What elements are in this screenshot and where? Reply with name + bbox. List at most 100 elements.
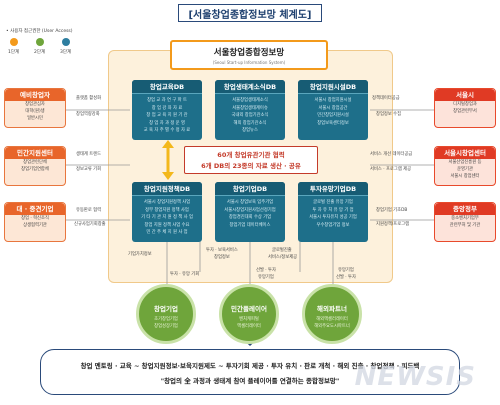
side-line: 서울시 창업센터 — [450, 174, 480, 179]
user-private-support-center: 민간지원센터 창업관련단체 창업기업연합체 — [4, 146, 66, 186]
right-flow-label: 창업정보 수집 — [376, 112, 402, 117]
node-startup-companies: 창업기업 초기창업기업 창업성장기업 — [136, 284, 196, 344]
side-line: 창업 · 혁신조직 — [21, 216, 49, 221]
node-private-players: 민간플레이어 벤처캐피털 액셀러레이터 — [219, 284, 279, 344]
db-line: 서울창업생태계소식 — [232, 98, 268, 103]
legend-label-1: 1단계 — [8, 50, 20, 55]
bottom-flow-label: 투자 · 보육서비스 — [206, 248, 238, 253]
bottom-flow-label: 선발 · 투자 — [256, 268, 276, 273]
right-flow-label: 정책데이터공급 — [372, 96, 400, 101]
db-line: 서울시 투자유치 성공 기업 — [309, 215, 357, 220]
db-line: 서울시 창업지원시설 — [314, 98, 352, 103]
hub-header: 서울창업종합정보망 (Seoul Start-up Information Sy… — [170, 40, 328, 70]
side-line: 창업관심자 — [25, 102, 45, 107]
db-line: 기 타 기 관 지 원 정 책 사 업 — [141, 215, 193, 220]
db-line: 창업보육센터정보 — [317, 120, 349, 126]
db-line: 창 업 강 좌 자 료 — [151, 105, 183, 111]
side-title: 서울시창업센터 — [435, 147, 495, 159]
db-promising-investment: 투자유망기업DB 글로벌 진출 유망 기업 투 자 유 치 유 망 기 업 서울… — [298, 182, 368, 242]
bottom-flow-label: 창업정보 — [214, 255, 230, 260]
db-companies: 창업기업DB 서울시 창업보육 입주기업 서울시창업지원사업선정기업 창업경진대… — [215, 182, 285, 242]
side-line: 디지털창업과 — [453, 102, 477, 107]
db-line: 우수창업기업 정보 — [316, 222, 350, 228]
left-flow-label: 정보교류 기회 — [76, 167, 102, 172]
side-title: 중앙정부 — [435, 203, 495, 215]
db-policy: 창업지원정책DB 서울시 창업지원정책 사업 정부 창업지원 정책 사업 기 타… — [132, 182, 202, 242]
db-title: 창업생태계소식DB — [215, 80, 285, 94]
db-line: 서울시 창업보육 입주기업 — [226, 200, 274, 205]
side-title: 민간지원센터 — [5, 147, 65, 159]
db-line: 국내외 창업기관소식 — [231, 113, 269, 118]
db-line: 창업기업 데이터베이스 — [229, 222, 271, 228]
watermark: NEWSIS — [354, 362, 476, 392]
legend: • 사용자 접근권한 (User Access) 1단계 2단계 3단계 — [6, 28, 96, 64]
side-line: 창업기업연합체 — [21, 167, 49, 172]
circle-line: 액셀러레이터 — [237, 324, 261, 329]
legend-label-2: 2단계 — [34, 50, 46, 55]
user-prospective-founders: 예비창업자 창업관심자 대학(원)생 일반시민 — [4, 88, 66, 128]
side-line: 상생협력기관 — [23, 223, 47, 228]
db-education: 창업교육DB 창업 교 과 연 구 파 트 창 업 강 좌 자 료 창 업 교 … — [132, 80, 202, 140]
db-line: 글로벌 진출 유망 기업 — [313, 200, 353, 205]
right-flow-label: 지원정책/프로그램 — [376, 222, 410, 227]
side-line: 중소벤처기업부 — [451, 216, 479, 221]
bottom-flow-label: 서비스/정보제공 — [268, 255, 298, 260]
circle-line: 해외액셀러레이터 — [316, 317, 348, 322]
bottom-flow-label: 기업가치정보 — [128, 252, 152, 257]
bottom-flow-label: 투자 · 유망 기회 — [170, 272, 200, 277]
side-line: 관련부처 및 기관 — [449, 223, 481, 228]
circle-title: 창업기업 — [154, 305, 178, 313]
right-flow-label: 창업기업 기초DB — [376, 208, 408, 213]
side-line: 창업관련부서 — [453, 109, 477, 114]
center-line-2: 6개 DB의 23종의 자료 생산 · 공유 — [201, 162, 301, 170]
db-line: 서울시창업지원사업선정기업 — [224, 207, 276, 213]
circle-title: 민간플레이어 — [231, 305, 267, 313]
db-line: 창 업 교 육 지 원 기 관 — [146, 113, 188, 118]
db-title: 창업교육DB — [132, 80, 202, 94]
bottom-flow-label: 선발 · 투자 — [336, 275, 356, 280]
circle-title: 해외파트너 — [317, 305, 347, 313]
right-flow-label: 서비스 · 프로그램 제공 — [370, 167, 412, 172]
side-title: 서울시 — [435, 89, 495, 101]
db-line: 서울시 창업지원정책 사업 — [143, 200, 191, 205]
db-line: 민 간 주 체 지 원 사 업 — [146, 230, 188, 235]
side-title: 대 · 중견기업 — [5, 203, 65, 215]
left-flow-label: 신규사업기회창출 — [74, 222, 106, 227]
center-statement: 60개 창업유관기관 협력 6개 DB의 23종의 자료 생산 · 공유 — [184, 146, 318, 174]
db-line: 교 육 자 주 별 수 정 자 료 — [143, 128, 191, 133]
db-line: 창업 지원 정책 사업 수요 — [144, 222, 190, 228]
db-facilities: 창업지원시설DB 서울시 창업지원시설 서울시 창업공간 민간창업지원시설 창업… — [298, 80, 368, 140]
left-flow-label: 유동판로 협력 — [76, 208, 102, 213]
summary-line-1: 창업 멘토링 · 교육 ~ 창업지원정보·보육지원제도 ~ 투자기회 제공 · … — [80, 362, 420, 370]
db-line: 투 자 유 치 유 망 기 업 — [312, 207, 354, 213]
db-title: 투자유망기업DB — [298, 182, 368, 196]
circle-line: 초기창업기업 — [154, 317, 178, 322]
side-line: 서울산업진흥원 등 — [448, 160, 482, 165]
legend-dot-2 — [36, 38, 44, 46]
diagram-title: [서울창업종합정보망 체계도] — [178, 4, 322, 22]
user-seoul-city: 서울시 디지털창업과 창업관련부서 — [434, 88, 496, 128]
hub-title: 서울창업종합정보망 — [213, 48, 285, 58]
db-line: 창 업 자 과 정 운 영 — [149, 120, 185, 126]
left-flow-label: 플랫폼 활성화 — [76, 96, 102, 101]
hub-subtitle: (Seoul Start-up Information System) — [212, 60, 286, 65]
db-line: 창업 교 과 연 구 파 트 — [147, 98, 187, 103]
db-line: 창업경진대회 수상 기업 — [228, 215, 272, 220]
db-title: 창업지원시설DB — [298, 80, 368, 94]
bottom-flow-label: 유망기업 — [338, 268, 354, 273]
center-line-1: 60개 창업유관기관 협력 — [217, 151, 285, 159]
circle-line: 해외주요도시파트너 — [314, 324, 350, 329]
db-ecosystem-news: 창업생태계소식DB 서울창업생태계소식 서울창업생태계이슈 국내외 창업기관소식… — [215, 80, 285, 140]
right-flow-label: 서비스 개선 데이터공급 — [370, 152, 413, 157]
summary-box: 창업 멘토링 · 교육 ~ 창업지원정보·보육지원제도 ~ 투자기회 제공 · … — [40, 349, 460, 395]
db-line: 서울시 창업공간 — [318, 105, 348, 111]
side-line: 운영기관 — [457, 167, 473, 172]
db-line: 정부 창업지원 정책 사업 — [145, 207, 189, 213]
db-title: 창업지원정책DB — [132, 182, 202, 196]
side-line: 창업관련단체 — [23, 160, 47, 165]
left-flow-label: 생태계 트렌드 — [76, 152, 102, 157]
db-title: 창업기업DB — [215, 182, 285, 196]
legend-title: • 사용자 접근권한 (User Access) — [6, 29, 73, 34]
node-overseas-partners: 해외파트너 해외액셀러레이터 해외주요도시파트너 — [302, 284, 362, 344]
